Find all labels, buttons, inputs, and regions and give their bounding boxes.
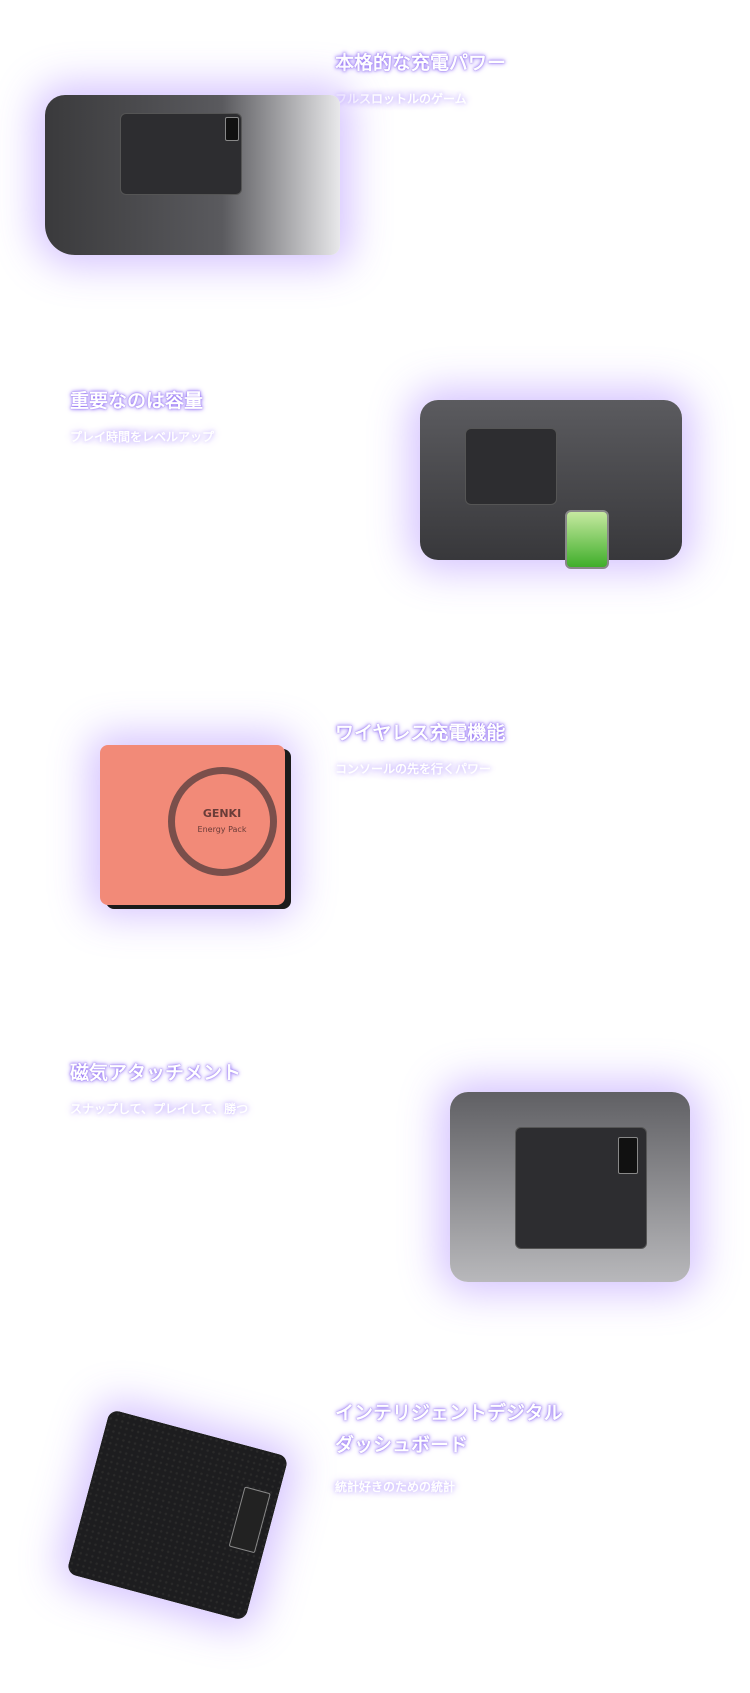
section-subtitle: 統計好きのための統計 [327,1474,464,1499]
section-title: ワイヤレス充電機能 [335,722,506,744]
section-subtitle: スナップして、プレイして、勝つ [62,1096,257,1121]
section-title: 磁気アタッチメント [70,1062,242,1084]
section-subtitle: コンソールの先を行くパワー [327,756,500,781]
digital-dashboard-image [66,1408,289,1622]
section-subtitle: フルスロットルのゲーム [327,86,475,111]
section-subtitle: プレイ時間をレベルアップ [62,424,223,449]
magnetic-attachment-image [450,1092,690,1282]
section-title: インテリジェントデジタル [335,1402,563,1424]
section-title: 本格的な充電パワー [335,52,507,74]
handheld-with-battery-image [45,95,340,255]
battery-icon [565,510,609,569]
energy-pack-image: GENKI Energy Pack [100,745,285,905]
section-title: 重要なのは容量 [70,390,204,412]
section-title: ダッシュボード [335,1434,469,1456]
handheld-capacity-image [420,400,682,569]
